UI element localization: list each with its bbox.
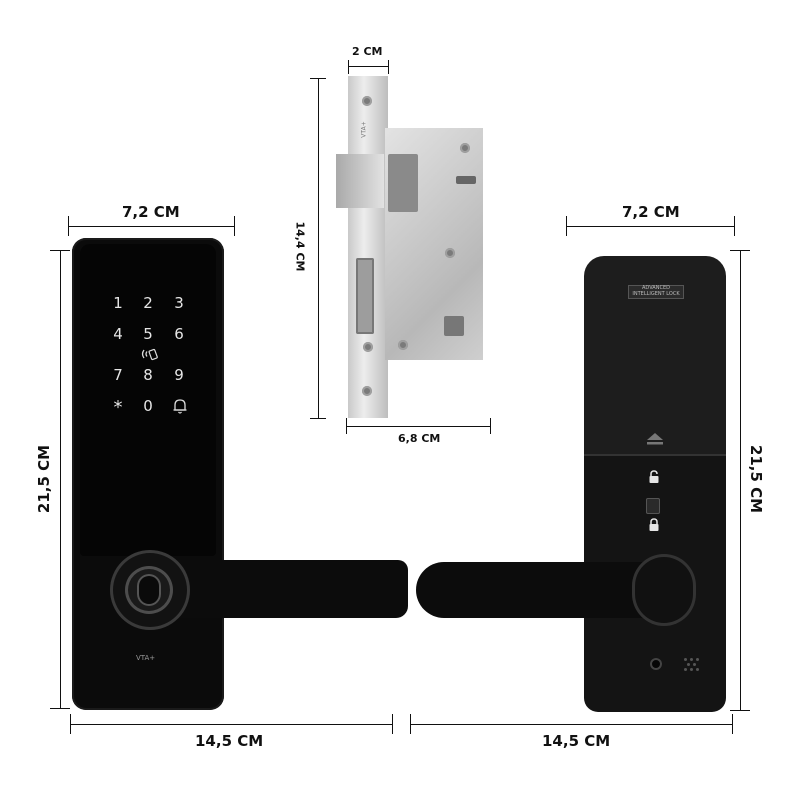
back-height-line — [740, 250, 741, 710]
cylinder-slot — [456, 176, 476, 184]
back-height-label: 21,5 CM — [747, 444, 765, 514]
bell-icon[interactable] — [172, 397, 188, 415]
keypad-key-2[interactable]: 2 — [143, 294, 153, 312]
back-height-tick-top — [730, 250, 750, 251]
lock-icon — [649, 518, 659, 531]
back-width-line — [566, 226, 734, 227]
case-screw-3 — [398, 340, 408, 350]
lock-toggle-switch[interactable] — [646, 498, 660, 514]
mortise-latch-bolt — [336, 154, 384, 208]
keypad-key-3[interactable]: 3 — [174, 294, 184, 312]
mortise-height-line — [318, 78, 319, 418]
mortise-height-tick-bottom — [310, 418, 326, 419]
mortise-faceplate-line — [348, 66, 388, 67]
mortise-faceplate — [348, 76, 388, 418]
back-handle-label: 14,5 CM — [542, 732, 611, 750]
back-cover-seam — [584, 454, 726, 456]
back-width-tick-left — [566, 216, 567, 236]
mortise-depth-label: 6,8 CM — [398, 432, 441, 445]
front-width-tick-left — [68, 216, 69, 236]
nfc-icon[interactable] — [140, 347, 158, 361]
keypad-key-0[interactable]: 0 — [143, 397, 153, 415]
eject-icon[interactable] — [645, 432, 665, 446]
keypad-key-6[interactable]: 6 — [174, 325, 184, 343]
mortise-faceplate-label: 2 CM — [352, 45, 383, 58]
latch-spring — [388, 154, 418, 212]
back-height-tick-bottom — [730, 710, 750, 711]
faceplate-screw-mid — [363, 342, 373, 352]
fingerprint-icon[interactable] — [137, 574, 161, 606]
keypad-key-1[interactable]: 1 — [113, 294, 123, 312]
speaker-grille — [682, 656, 700, 672]
front-height-line — [60, 250, 61, 708]
deadbolt-slot — [356, 258, 374, 334]
keypad-key-star[interactable]: * — [113, 397, 123, 418]
mortise-height-tick-top — [310, 78, 326, 79]
keypad-key-8[interactable]: 8 — [143, 366, 153, 384]
front-keypad-panel — [80, 244, 216, 556]
spindle-hole — [444, 316, 464, 336]
front-handle-tick-right — [392, 714, 393, 734]
front-height-tick-bottom — [50, 708, 70, 709]
keypad-key-4[interactable]: 4 — [113, 325, 123, 343]
case-screw-2 — [445, 248, 455, 258]
back-handle-tick-right — [732, 714, 733, 734]
mortise-faceplate-tick-left — [348, 60, 349, 74]
mortise-depth-line — [346, 426, 490, 427]
faceplate-screw-bottom — [362, 386, 372, 396]
front-handle-label: 14,5 CM — [195, 732, 264, 750]
keypad-key-5[interactable]: 5 — [143, 325, 153, 343]
front-handle-tick-left — [70, 714, 71, 734]
mortise-depth-tick-right — [490, 418, 491, 434]
mortise-depth-tick-left — [346, 418, 347, 434]
mortise-logo: VTA+ — [360, 121, 368, 138]
front-handle-line — [70, 724, 392, 725]
back-handle-tick-left — [410, 714, 411, 734]
front-width-tick-right — [234, 216, 235, 236]
keypad-key-7[interactable]: 7 — [113, 366, 123, 384]
case-screw-1 — [460, 143, 470, 153]
back-handle-hub — [632, 554, 696, 626]
back-handle-line — [410, 724, 732, 725]
reset-button[interactable] — [650, 658, 662, 670]
faceplate-screw-top — [362, 96, 372, 106]
back-width-label: 7,2 CM — [622, 203, 680, 221]
front-width-line — [68, 226, 234, 227]
mortise-faceplate-tick-right — [388, 60, 389, 74]
front-height-label: 21,5 CM — [35, 444, 53, 514]
front-width-label: 7,2 CM — [122, 203, 180, 221]
back-width-tick-right — [734, 216, 735, 236]
unlock-icon — [649, 470, 659, 483]
front-height-tick-top — [50, 250, 70, 251]
back-badge: ADVANCED INTELLIGENT LOCK — [628, 285, 684, 299]
keypad-key-9[interactable]: 9 — [174, 366, 184, 384]
mortise-height-label: 14,4 CM — [293, 221, 307, 272]
front-logo: VTA+ — [136, 654, 156, 662]
